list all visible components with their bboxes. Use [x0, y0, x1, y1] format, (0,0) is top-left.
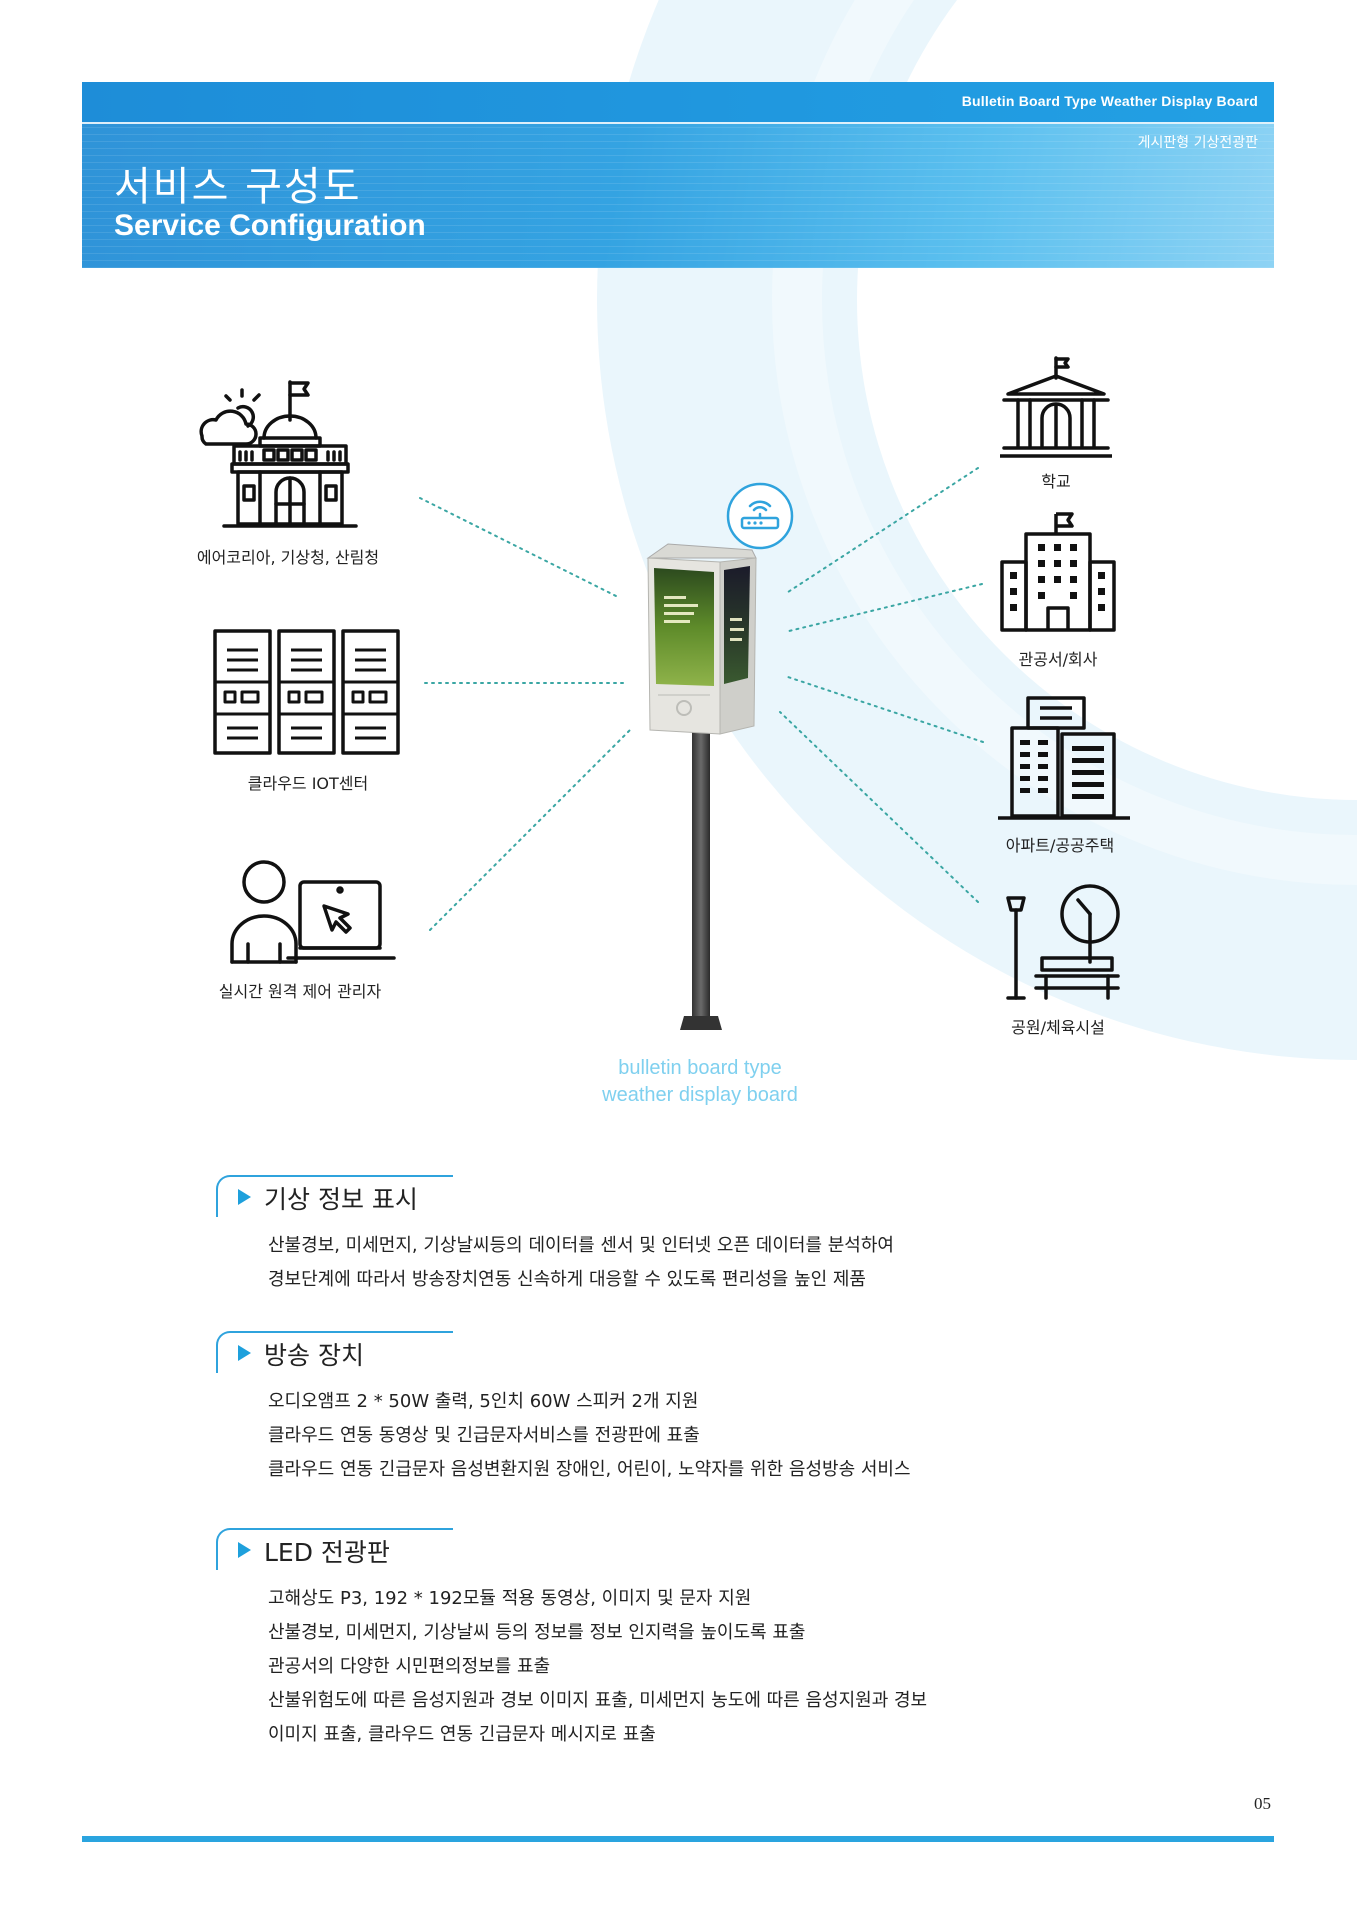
page-number: 05 [1254, 1794, 1271, 1813]
page-title-english: Service Configuration [114, 209, 426, 242]
right-node-label-4: 공원/체육시설 [1011, 1018, 1105, 1037]
section-header: LED 전광판 [216, 1528, 1116, 1572]
section-line: 관공서의 다양한 시민편의정보를 표출 [268, 1656, 551, 1677]
center-caption: bulletin board type weather display boar… [560, 1055, 840, 1109]
header-topbar [82, 82, 1274, 124]
section-line: 경보단계에 따라서 방송장치연동 신속하게 대응할 수 있도록 편리성을 높인 … [268, 1269, 866, 1290]
section-weather-info: 기상 정보 표시 산불경보, 미세먼지, 기상날씨등의 데이터를 센서 및 인터… [216, 1175, 1116, 1297]
section-body: 산불경보, 미세먼지, 기상날씨등의 데이터를 센서 및 인터넷 오픈 데이터를… [268, 1229, 1116, 1297]
school-icon [1000, 356, 1112, 458]
park-icon [1006, 884, 1120, 1000]
wifi-router-icon [726, 482, 794, 550]
apartment-icon [998, 696, 1130, 820]
section-body: 고해상도 P3, 192 * 192모듈 적용 동영상, 이미지 및 문자 지원… [268, 1582, 1116, 1752]
section-bracket [216, 1175, 453, 1217]
section-broadcast-device: 방송 장치 오디오앰프 2 * 50W 출력, 5인치 60W 스피커 2개 지… [216, 1331, 1116, 1487]
section-line: 고해상도 P3, 192 * 192모듈 적용 동영상, 이미지 및 문자 지원 [268, 1588, 752, 1609]
left-node-label-1: 에어코리아, 기상청, 산림청 [196, 548, 380, 567]
section-line: 산불경보, 미세먼지, 기상날씨등의 데이터를 센서 및 인터넷 오픈 데이터를… [268, 1235, 894, 1256]
section-title: 방송 장치 [264, 1341, 364, 1370]
office-building-icon [1000, 512, 1116, 632]
header-english-subtitle: Bulletin Board Type Weather Display Boar… [961, 93, 1258, 109]
section-led-display: LED 전광판 고해상도 P3, 192 * 192모듈 적용 동영상, 이미지… [216, 1528, 1116, 1752]
right-node-label-3: 아파트/공공주택 [1005, 836, 1115, 855]
section-body: 오디오앰프 2 * 50W 출력, 5인치 60W 스피커 2개 지원 클라우드… [268, 1385, 1116, 1487]
section-title: 기상 정보 표시 [264, 1185, 418, 1214]
section-line: 클라우드 연동 긴급문자 음성변환지원 장애인, 어린이, 노약자를 위한 음성… [268, 1459, 911, 1480]
section-bracket [216, 1331, 453, 1373]
remote-admin-icon [230, 860, 396, 964]
triangle-bullet-icon [238, 1189, 251, 1205]
right-node-label-1: 학교 [1041, 472, 1071, 491]
footer-rule [82, 1836, 1274, 1842]
section-line: 산불경보, 미세먼지, 기상날씨 등의 정보를 정보 인지력을 높이도록 표출 [268, 1622, 806, 1643]
header-pattern [82, 124, 1274, 268]
section-header: 방송 장치 [216, 1331, 1116, 1375]
section-header: 기상 정보 표시 [216, 1175, 1116, 1219]
section-bracket [216, 1528, 453, 1570]
right-node-label-2: 관공서/회사 [1018, 650, 1098, 669]
section-line: 이미지 표출, 클라우드 연동 긴급문자 메시지로 표출 [268, 1724, 656, 1745]
server-rack-icon [213, 629, 400, 755]
weather-display-board-illustration [646, 543, 757, 1030]
left-node-label-2: 클라우드 IOT센터 [247, 774, 369, 793]
triangle-bullet-icon [238, 1542, 251, 1558]
page-header: Bulletin Board Type Weather Display Boar… [82, 82, 1274, 268]
section-line: 오디오앰프 2 * 50W 출력, 5인치 60W 스피커 2개 지원 [268, 1391, 699, 1412]
center-caption-line-2: weather display board [602, 1084, 798, 1106]
page-title-korean: 서비스 구성도 [114, 164, 362, 210]
header-korean-subtitle: 게시판형 기상전광판 [1137, 135, 1258, 151]
government-weather-building-icon [199, 380, 358, 528]
section-line: 산불위험도에 따른 음성지원과 경보 이미지 표출, 미세먼지 농도에 따른 음… [268, 1690, 928, 1711]
section-line: 클라우드 연동 동영상 및 긴급문자서비스를 전광판에 표출 [268, 1425, 700, 1446]
center-caption-line-1: bulletin board type [618, 1057, 782, 1079]
left-node-label-3: 실시간 원격 제어 관리자 [218, 982, 382, 1001]
section-title: LED 전광판 [264, 1538, 390, 1567]
triangle-bullet-icon [238, 1345, 251, 1361]
